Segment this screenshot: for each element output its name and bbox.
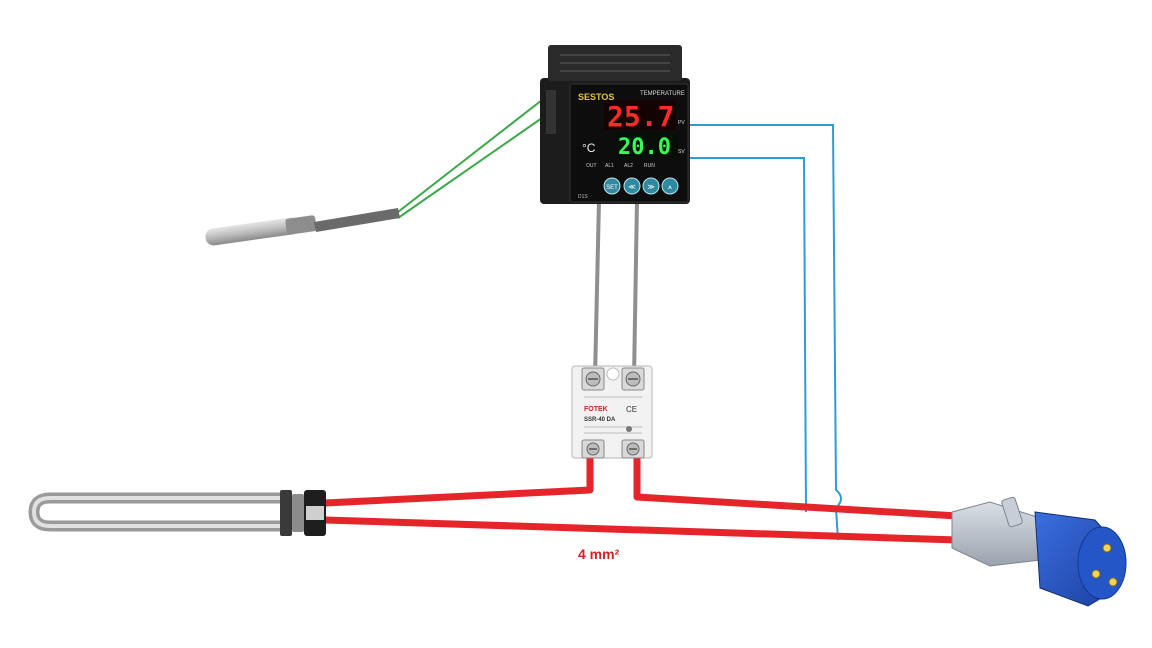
- relay-model: SSR-40 DA: [584, 417, 616, 423]
- indicator-out: OUT: [586, 163, 597, 169]
- temperature-controller: SESTOS TEMPERATURE 25.7 PV °C 20.0 SV OU…: [540, 45, 690, 204]
- relay-ce-mark: CE: [626, 405, 637, 414]
- controller-model-code: D1S: [578, 194, 588, 200]
- sensor-wires: [397, 99, 543, 219]
- indicator-al1: AL1: [605, 163, 614, 169]
- immersion-heater-icon: [28, 490, 326, 536]
- pv-display: 25.7: [607, 100, 674, 133]
- cee-plug-icon: [951, 496, 1127, 607]
- set-button-label: SET: [606, 185, 618, 191]
- shift-button-label: ≪: [628, 184, 635, 191]
- down-button[interactable]: ≫: [642, 177, 660, 195]
- sv-display: 20.0: [618, 135, 671, 160]
- solid-state-relay: FOTEK SSR-40 DA CE: [571, 365, 653, 459]
- up-button[interactable]: ⩚: [661, 177, 679, 195]
- controller-title: TEMPERATURE: [640, 91, 685, 97]
- set-button[interactable]: SET: [603, 177, 621, 195]
- temperature-probe-icon: [205, 208, 400, 246]
- control-wires: [593, 199, 639, 379]
- signal-wires: [690, 124, 842, 541]
- relay-brand: FOTEK: [584, 406, 608, 413]
- up-button-label: ⩚: [668, 184, 672, 191]
- wire-gauge-label: 4 mm²: [578, 546, 620, 562]
- pv-label: PV: [678, 120, 685, 126]
- sv-label: SV: [678, 149, 685, 155]
- power-wires: [324, 452, 959, 544]
- indicator-al2: AL2: [624, 163, 633, 169]
- unit-label: °C: [582, 141, 596, 155]
- shift-button[interactable]: ≪: [623, 177, 641, 195]
- controller-brand: SESTOS: [578, 92, 614, 102]
- down-button-label: ≫: [647, 184, 654, 191]
- indicator-run: RUN: [644, 163, 655, 169]
